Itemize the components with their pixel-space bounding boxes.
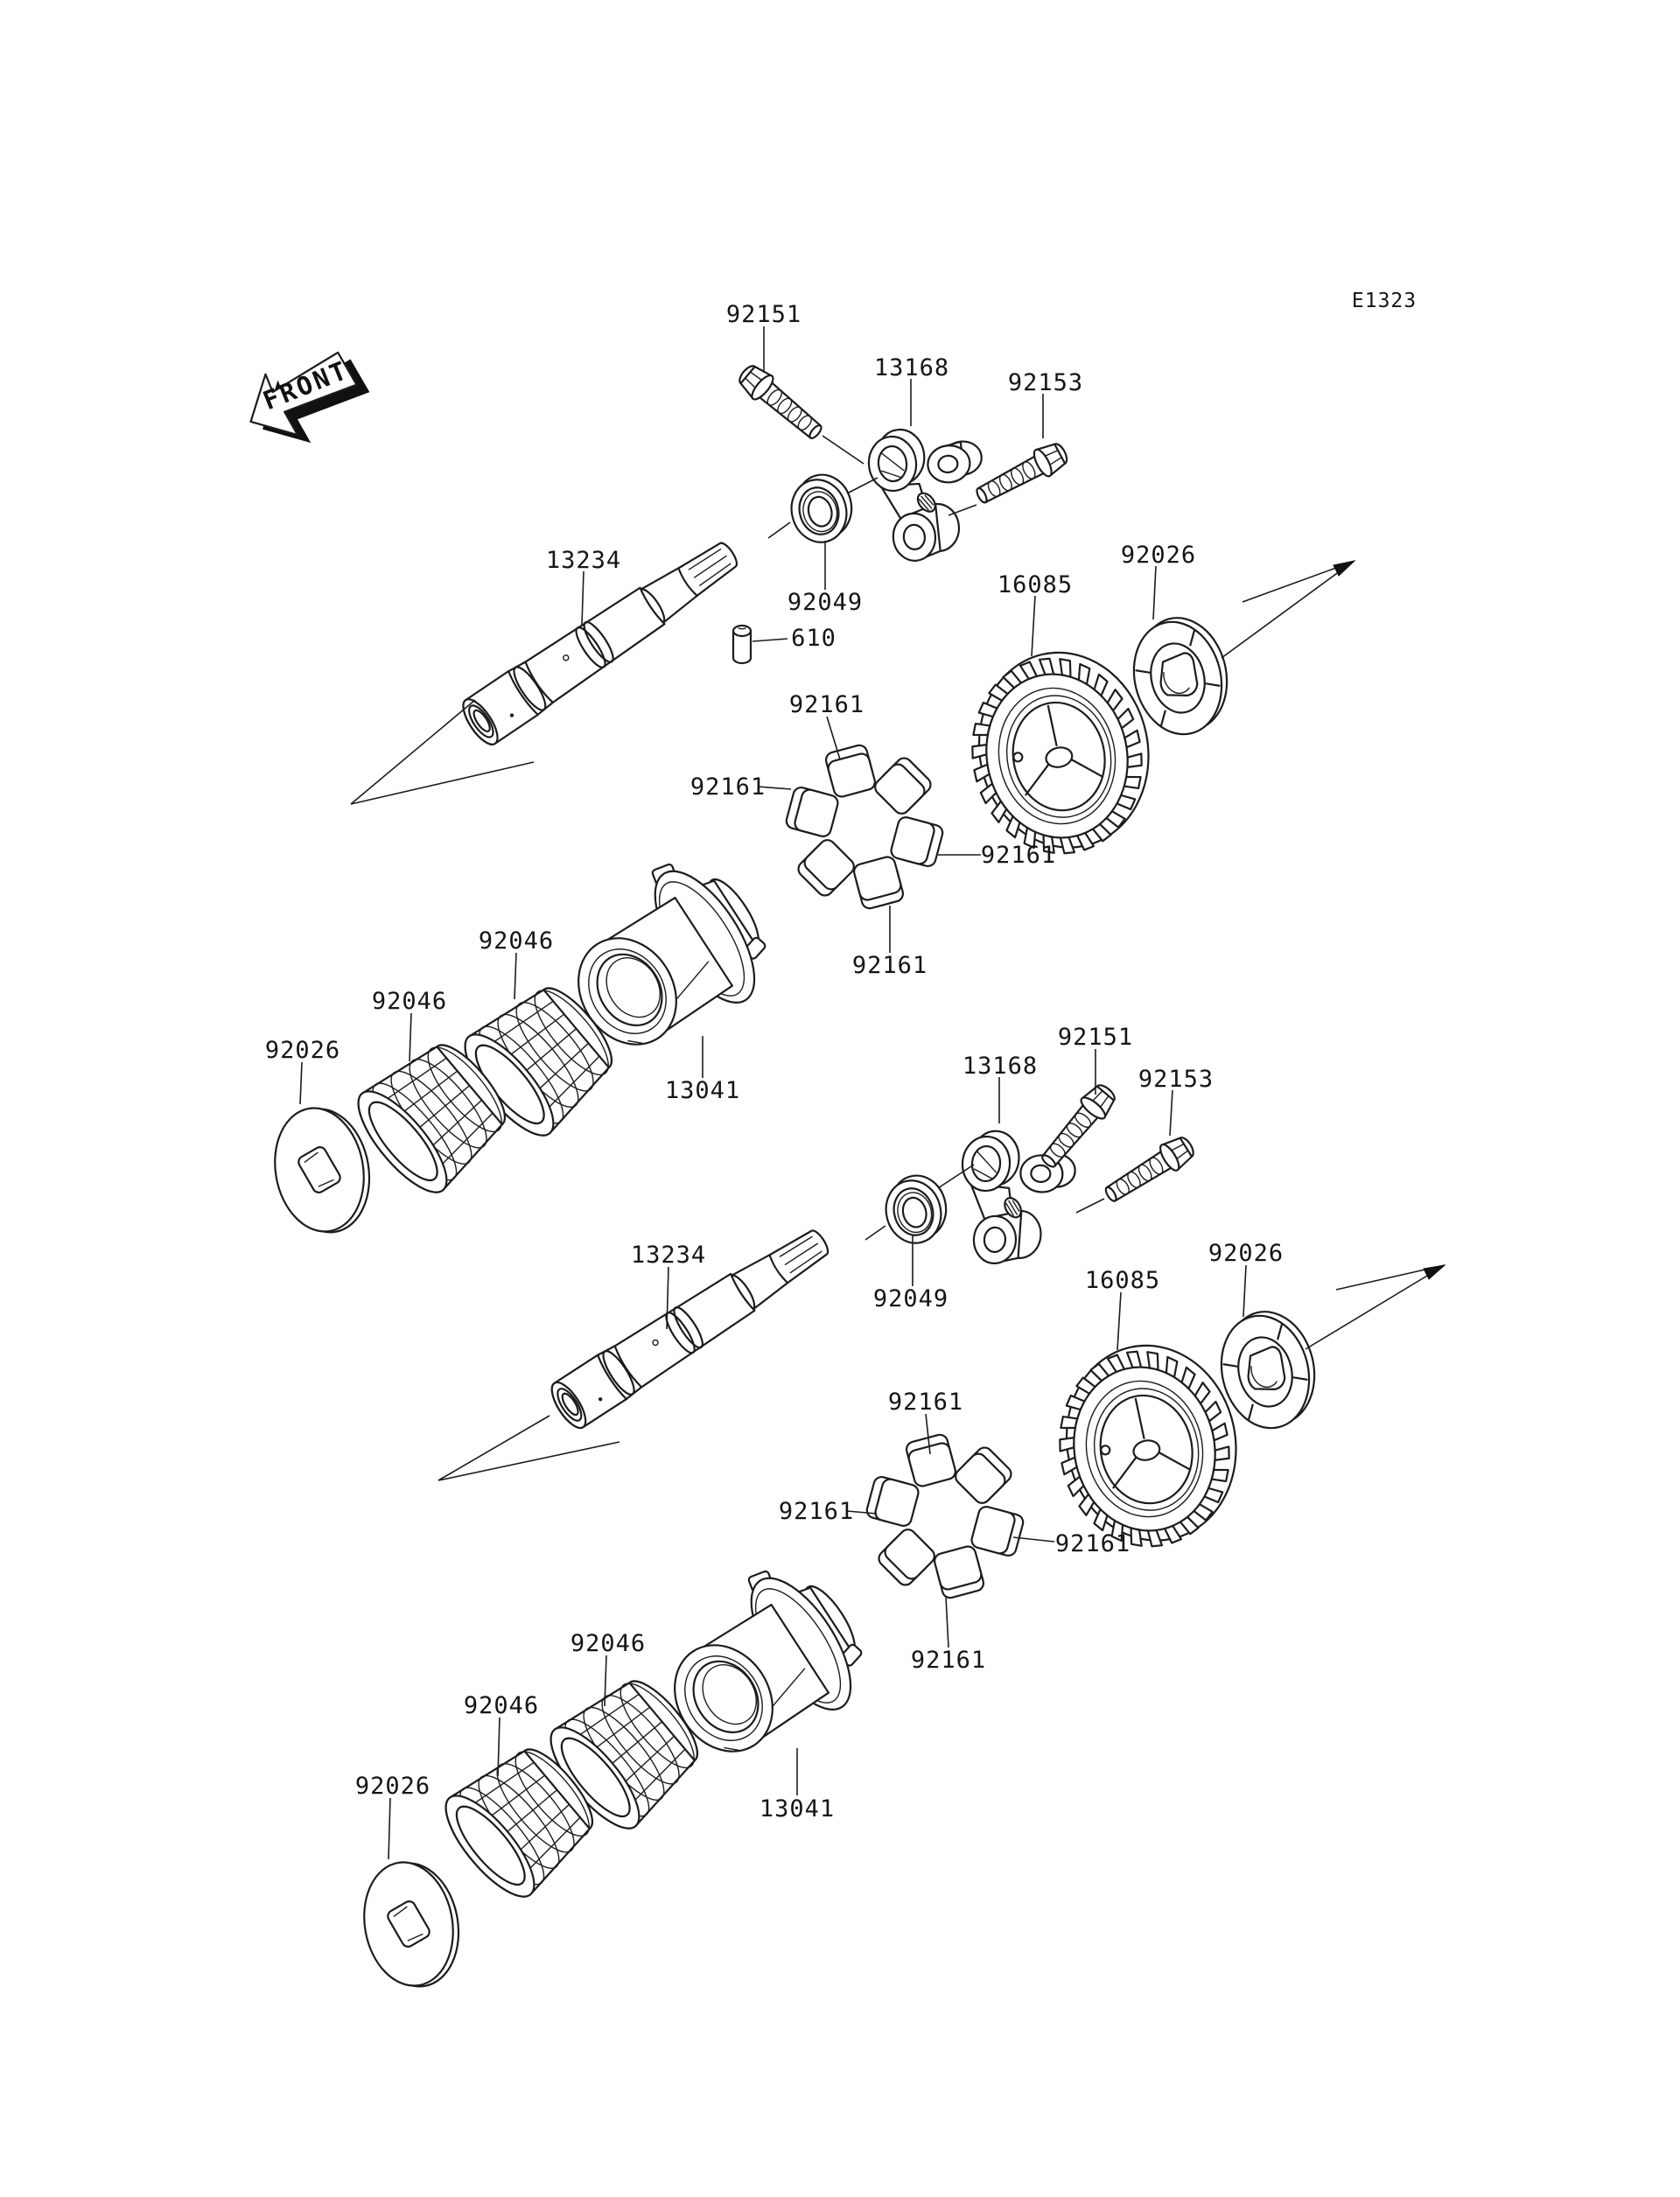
part-label-92161: 92161 (789, 691, 864, 718)
part-label-16085: 16085 (998, 571, 1073, 598)
part-label-92026: 92026 (1208, 1240, 1284, 1267)
part-label-92046: 92046 (570, 1630, 646, 1657)
part-label-92049: 92049 (873, 1285, 948, 1312)
part-label-92026: 92026 (355, 1773, 430, 1800)
damper-set-92161 (783, 742, 946, 912)
part-label-92161: 92161 (888, 1389, 963, 1416)
part-label-13041: 13041 (665, 1077, 740, 1104)
front-arrow-body (249, 351, 358, 437)
leader-line-92161 (945, 1596, 949, 1648)
leader-line-92046 (409, 1012, 412, 1062)
part-label-92161: 92161 (1055, 1530, 1130, 1557)
bolt-92153 (1099, 1130, 1200, 1210)
leader-line-92026 (1152, 565, 1157, 620)
assembly-line (767, 521, 791, 539)
assembly-line (822, 435, 864, 465)
part-label-92046: 92046 (464, 1692, 539, 1719)
assembly-line (1075, 1198, 1105, 1214)
part-label-13168: 13168 (962, 1053, 1038, 1080)
part-label-92161: 92161 (779, 1498, 854, 1525)
reference-arrow (1221, 560, 1356, 659)
leader-line-13234 (666, 1266, 669, 1330)
balancer-assembly-upper (264, 359, 1356, 1242)
shaft-pointer-line (438, 1441, 620, 1481)
leader-line-92161 (1012, 1536, 1055, 1543)
leader-line-16085 (1031, 595, 1036, 657)
oil-seal-92049 (877, 1168, 956, 1250)
part-label-92049: 92049 (788, 589, 863, 616)
shaft-holder-13168 (864, 420, 993, 566)
part-label-16085: 16085 (1085, 1267, 1160, 1294)
bolt-92151 (1033, 1078, 1122, 1175)
page-code: E1323 (1352, 290, 1417, 312)
part-label-92161: 92161 (911, 1647, 986, 1674)
part-label-92161: 92161 (852, 952, 928, 979)
part-label-13234: 13234 (546, 547, 621, 574)
part-label-92026: 92026 (265, 1037, 340, 1064)
damper-set-92161 (864, 1431, 1026, 1601)
assembly-line (864, 1225, 886, 1241)
part-label-92046: 92046 (479, 927, 554, 955)
bolt-92151 (732, 359, 830, 447)
part-label-92153: 92153 (1008, 369, 1083, 396)
shaft-pointer-line (350, 699, 476, 805)
shaft-pointer-line (438, 1415, 550, 1481)
part-label-13168: 13168 (874, 354, 949, 381)
leader-line-92026 (299, 1061, 303, 1105)
assembly-line (937, 1164, 975, 1189)
assembly-line (846, 477, 878, 494)
part-label-92161: 92161 (981, 842, 1056, 869)
part-label-92026: 92026 (1121, 542, 1196, 569)
part-labels: 92151 13168 92153 13234 92049 610 16085 92026 92… (265, 301, 1284, 1860)
part-label-92153: 92153 (1138, 1066, 1214, 1093)
leader-line-13234 (581, 570, 584, 626)
leader-line-92046 (497, 1717, 500, 1777)
pin-610 (732, 624, 752, 665)
reference-arrow (1305, 1264, 1446, 1350)
oil-seal-92049 (782, 467, 861, 549)
leader-line-610 (752, 638, 788, 642)
bolt-92153 (970, 437, 1073, 512)
leader-line-92161 (757, 786, 792, 790)
part-label-13234: 13234 (631, 1242, 706, 1269)
leader-line-92153 (1169, 1089, 1173, 1137)
leader-line-92161 (846, 1510, 878, 1515)
leader-line-92026 (1242, 1264, 1247, 1318)
part-label-92151: 92151 (726, 301, 802, 328)
leader-line-16085 (1116, 1291, 1122, 1351)
leader-line-92161 (925, 1413, 931, 1455)
shaft-pointer-line (350, 761, 535, 805)
part-label-610: 610 (791, 625, 836, 652)
balancer-assembly-lower (354, 1078, 1446, 1996)
part-label-13041: 13041 (760, 1795, 835, 1823)
thrust-washer-92026 (354, 1853, 469, 1996)
part-label-92161: 92161 (690, 773, 766, 801)
part-label-92046: 92046 (372, 988, 447, 1015)
leader-line-92026 (388, 1797, 391, 1860)
leader-line-92161 (826, 716, 841, 760)
part-label-92151: 92151 (1058, 1024, 1133, 1051)
front-direction-arrow: FRONT (249, 351, 370, 444)
leader-line-92046 (514, 952, 517, 1000)
leader-line-92046 (604, 1655, 607, 1707)
assembly-line (948, 504, 977, 516)
